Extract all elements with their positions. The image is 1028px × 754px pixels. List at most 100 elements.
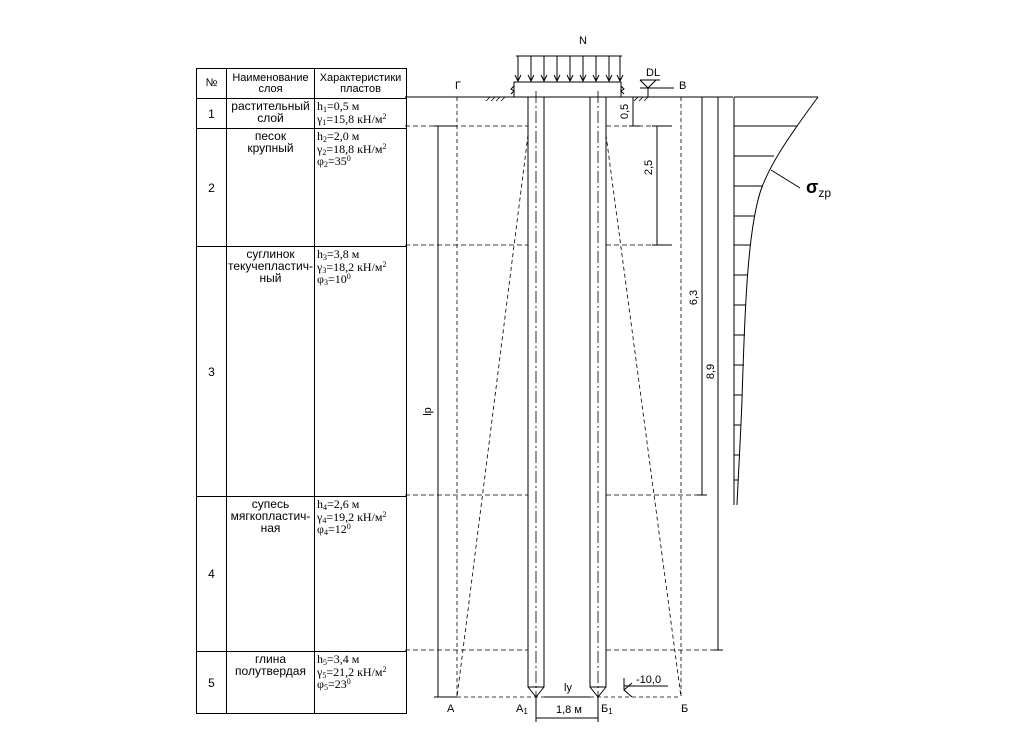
layer-number: 3 bbox=[196, 246, 227, 497]
property-symbol: γ bbox=[317, 111, 323, 126]
property-value: =18,8 кН/м bbox=[326, 141, 383, 156]
sigma-zp-diagram bbox=[733, 96, 819, 506]
layer-name-line: супесь bbox=[251, 497, 290, 511]
property-symbol: h bbox=[317, 247, 323, 261]
point-g-label: Г bbox=[455, 80, 461, 92]
property-value: =23 bbox=[327, 677, 347, 691]
point-b-label: Б bbox=[681, 703, 689, 715]
property-subscript: 3 bbox=[323, 253, 327, 262]
load-label: N bbox=[579, 35, 587, 47]
property-symbol: h bbox=[317, 99, 323, 113]
dim-05-label: 0,5 bbox=[619, 103, 632, 120]
dl-label: DL bbox=[646, 67, 661, 79]
layer-number: 4 bbox=[196, 496, 227, 652]
property-subscript: 3 bbox=[323, 278, 328, 287]
property-subscript: 4 bbox=[323, 528, 328, 537]
property-subscript: 3 bbox=[322, 265, 327, 275]
property-superscript: 0 bbox=[346, 154, 351, 163]
layer-name-line: песок bbox=[254, 129, 287, 143]
property-subscript: 5 bbox=[322, 670, 327, 680]
property-subscript: 1 bbox=[322, 117, 327, 127]
property-symbol: φ bbox=[317, 677, 324, 691]
layer-number: 5 bbox=[196, 651, 227, 714]
sigma-main: σ bbox=[806, 177, 819, 197]
property-line: φ4=120 bbox=[317, 522, 405, 537]
cap-break-right bbox=[620, 85, 625, 95]
property-symbol: φ bbox=[317, 272, 324, 286]
property-symbol: h bbox=[317, 652, 323, 666]
property-line: γ4=19,2 кН/м2 bbox=[317, 509, 405, 525]
sigma-sub: zp bbox=[818, 186, 832, 200]
property-subscript: 4 bbox=[322, 515, 327, 525]
header-props-line1: Характеристики bbox=[319, 71, 402, 84]
sigma-zp-label: σzp bbox=[806, 177, 831, 199]
point-v-label: В bbox=[679, 80, 687, 92]
property-superscript: 0 bbox=[346, 677, 351, 686]
layer-name-line: суглинок bbox=[246, 247, 295, 261]
property-superscript: 2 bbox=[382, 141, 387, 151]
point-a1-main: А bbox=[516, 703, 524, 715]
header-name-line1: Наименование bbox=[232, 71, 309, 84]
property-symbol: h bbox=[317, 129, 323, 143]
layer-name-line: текучепластич- bbox=[228, 259, 313, 273]
layer-name-line: глина bbox=[254, 652, 287, 666]
header-name-line2: слоя bbox=[258, 82, 283, 95]
point-a-label: А bbox=[447, 703, 455, 715]
dim-lp-label: lp bbox=[421, 407, 434, 416]
dim-ly-label: ly bbox=[564, 682, 572, 694]
property-value: =3,4 м bbox=[327, 652, 360, 666]
property-subscript: 2 bbox=[323, 160, 328, 169]
property-value: =12 bbox=[327, 522, 347, 536]
dimension-lp bbox=[434, 125, 457, 698]
property-value: =0,5 м bbox=[327, 99, 360, 113]
property-value: =15,8 кН/м bbox=[326, 111, 383, 126]
property-value: =10 bbox=[327, 272, 347, 286]
layer-boundaries bbox=[405, 125, 722, 651]
property-value: =19,2 кН/м bbox=[326, 509, 383, 524]
conditional-foundation-outline bbox=[456, 97, 682, 698]
dim-spacing-label: 1,8 м bbox=[556, 704, 582, 716]
dimension-25 bbox=[652, 125, 672, 246]
level-mark-minus10 bbox=[623, 678, 668, 698]
property-symbol: γ bbox=[317, 141, 323, 156]
soil-layers-table: № Наименование слоя Характеристики пласт… bbox=[196, 68, 407, 714]
dimension-spacing bbox=[535, 697, 599, 722]
property-subscript: 2 bbox=[323, 135, 327, 144]
property-line: γ1=15,8 кН/м2 bbox=[317, 111, 405, 127]
property-subscript: 5 bbox=[323, 658, 327, 667]
property-line: h3=3,8 м bbox=[317, 247, 405, 262]
property-superscript: 2 bbox=[382, 259, 387, 269]
dim-89-label: 8,9 bbox=[705, 363, 718, 380]
property-line: φ5=230 bbox=[317, 677, 405, 692]
dimension-63 bbox=[697, 96, 707, 496]
dimension-05 bbox=[629, 97, 640, 127]
point-a1-label: А1 bbox=[516, 703, 528, 716]
property-subscript: 4 bbox=[323, 503, 327, 512]
layer-name-line: слой bbox=[257, 111, 284, 125]
property-value: =2,0 м bbox=[327, 129, 360, 143]
property-line: h2=2,0 м bbox=[317, 129, 405, 144]
property-superscript: 2 bbox=[382, 111, 387, 121]
property-superscript: 2 bbox=[382, 509, 387, 519]
point-b1-main: Б bbox=[601, 703, 609, 715]
point-b1-label: Б1 bbox=[601, 703, 613, 716]
cap-break-left bbox=[510, 85, 515, 95]
property-value: =35 bbox=[327, 154, 347, 168]
property-subscript: 1 bbox=[323, 105, 327, 114]
property-value: =18,2 кН/м bbox=[326, 259, 383, 274]
header-props-line2: пластов bbox=[340, 82, 381, 95]
property-symbol: φ bbox=[317, 154, 324, 168]
property-line: h1=0,5 м bbox=[317, 99, 405, 114]
